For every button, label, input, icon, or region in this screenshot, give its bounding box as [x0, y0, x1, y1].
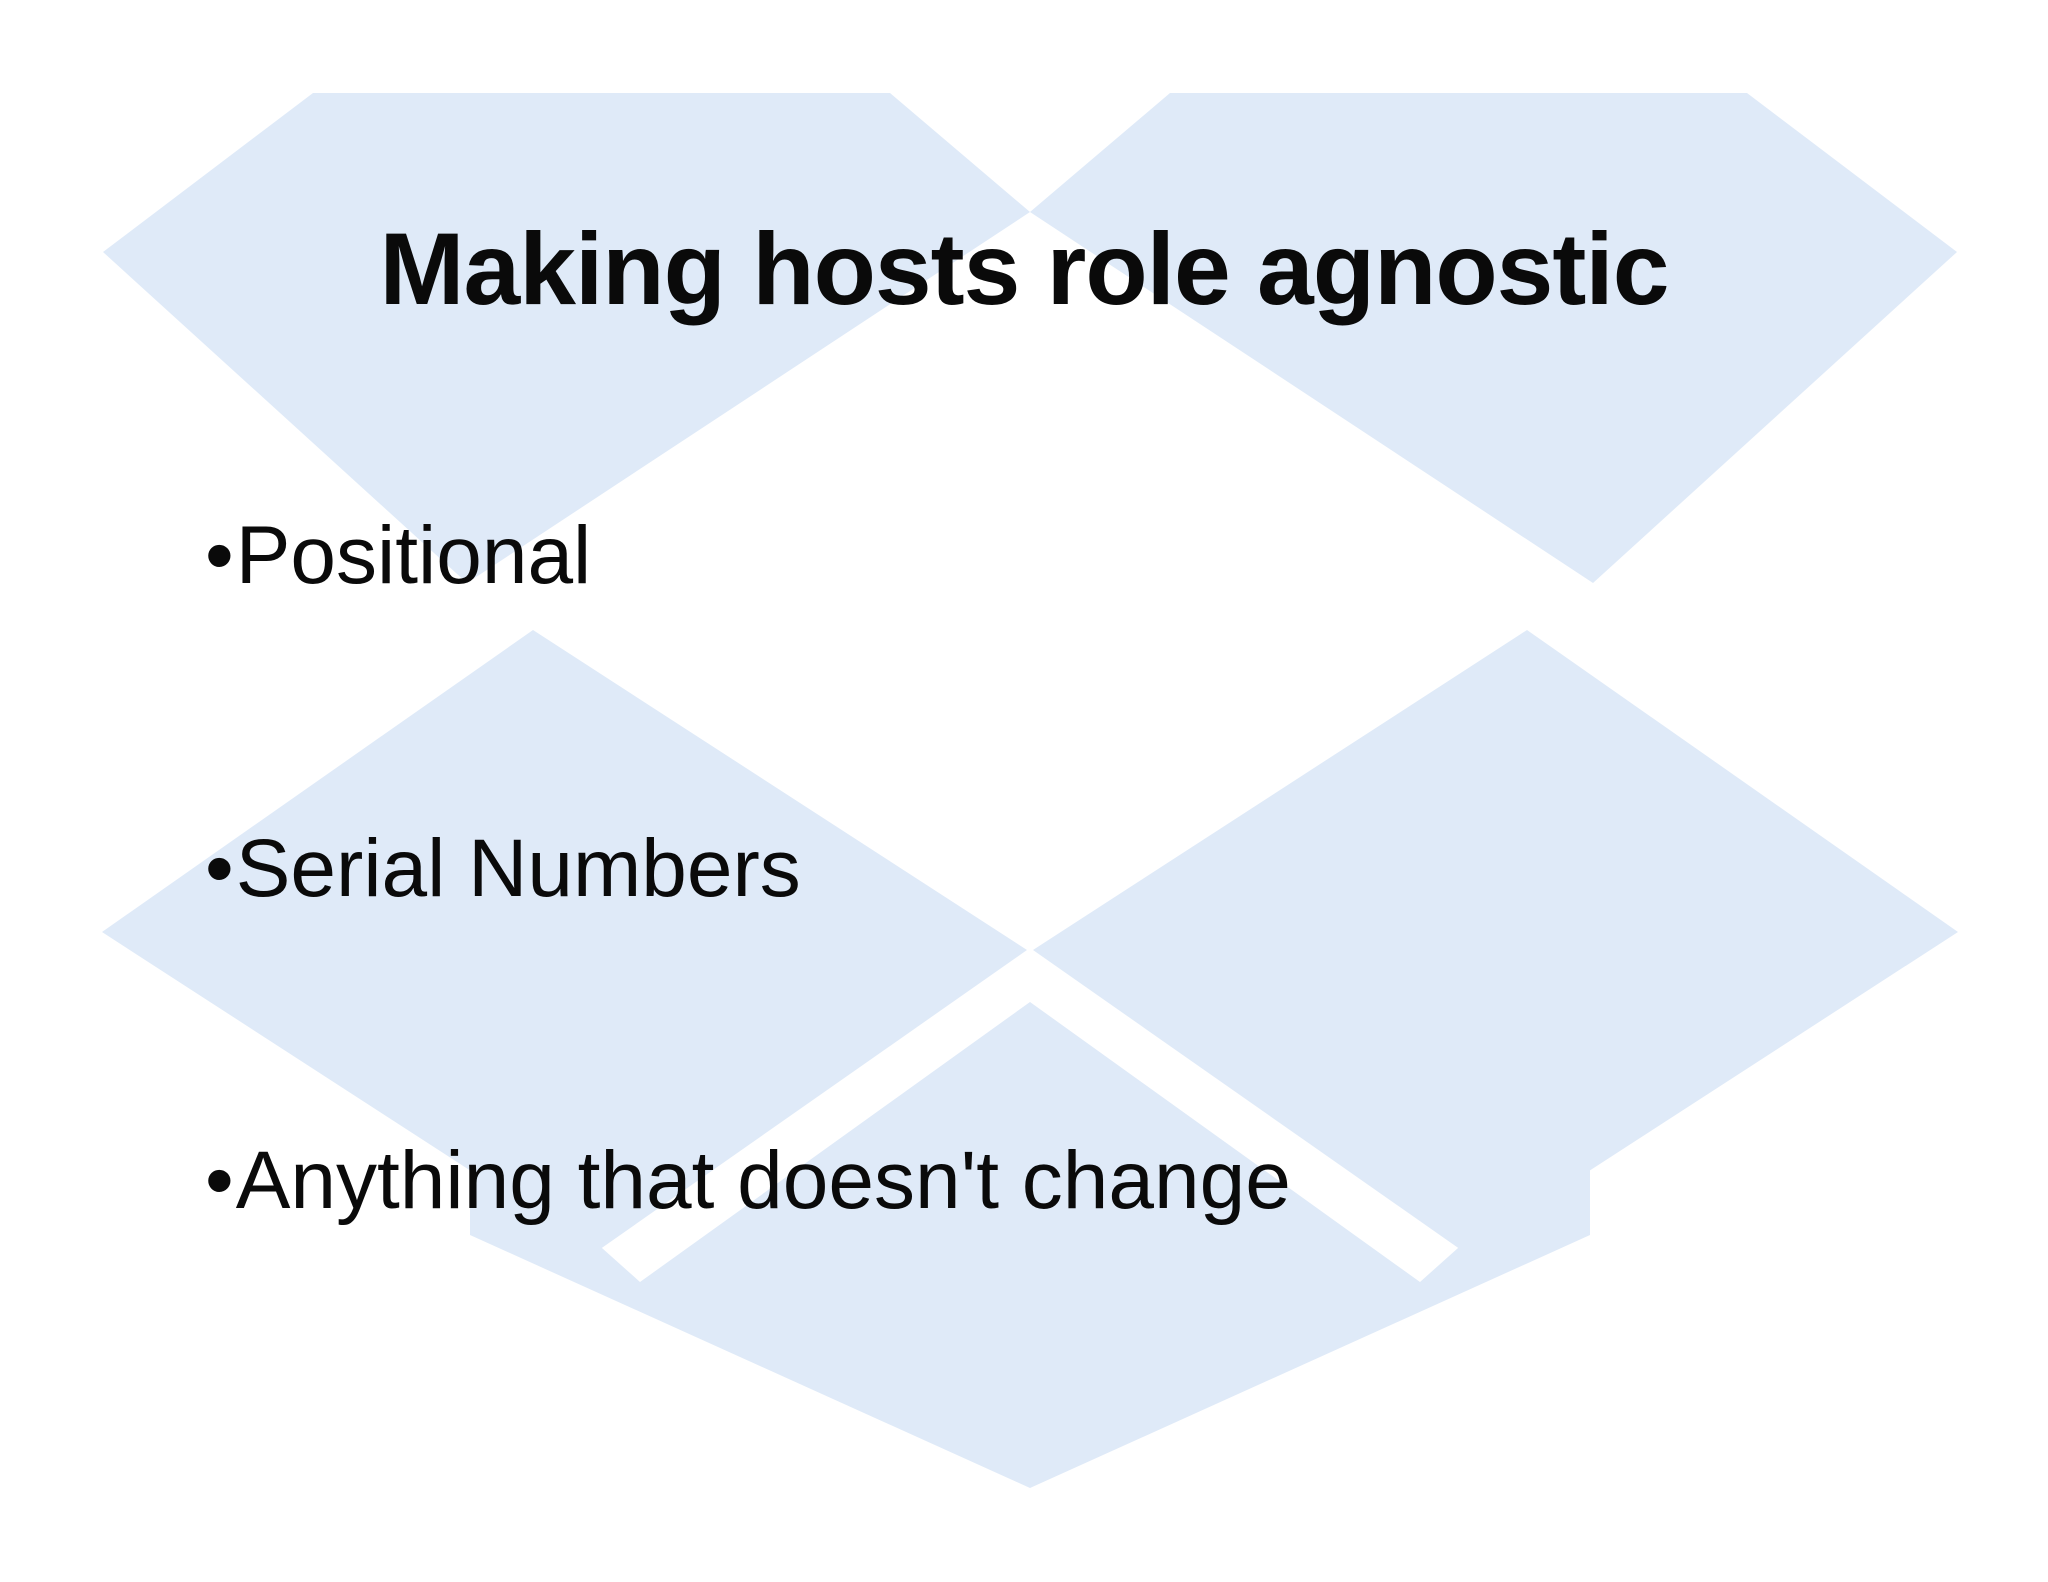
bullet-item: •Serial Numbers — [205, 828, 801, 910]
bullet-item: •Positional — [205, 515, 591, 597]
bullet-text: Positional — [235, 510, 592, 601]
bullet-text: Serial Numbers — [235, 823, 801, 914]
bullet-text: Anything that doesn't change — [235, 1135, 1291, 1226]
slide-title: Making hosts role agnostic — [379, 212, 1670, 326]
bullet-item: •Anything that doesn't change — [205, 1140, 1291, 1222]
logo-body-left-facet — [102, 630, 1027, 1252]
bullet-marker: • — [205, 823, 234, 914]
bullet-marker: • — [205, 510, 234, 601]
logo-body-right-facet — [1033, 630, 1958, 1252]
logo-top-right-flap — [1030, 93, 1957, 583]
bullet-marker: • — [205, 1135, 234, 1226]
logo-top-left-flap — [103, 93, 1030, 583]
logo-front-chevron — [470, 1002, 1590, 1488]
